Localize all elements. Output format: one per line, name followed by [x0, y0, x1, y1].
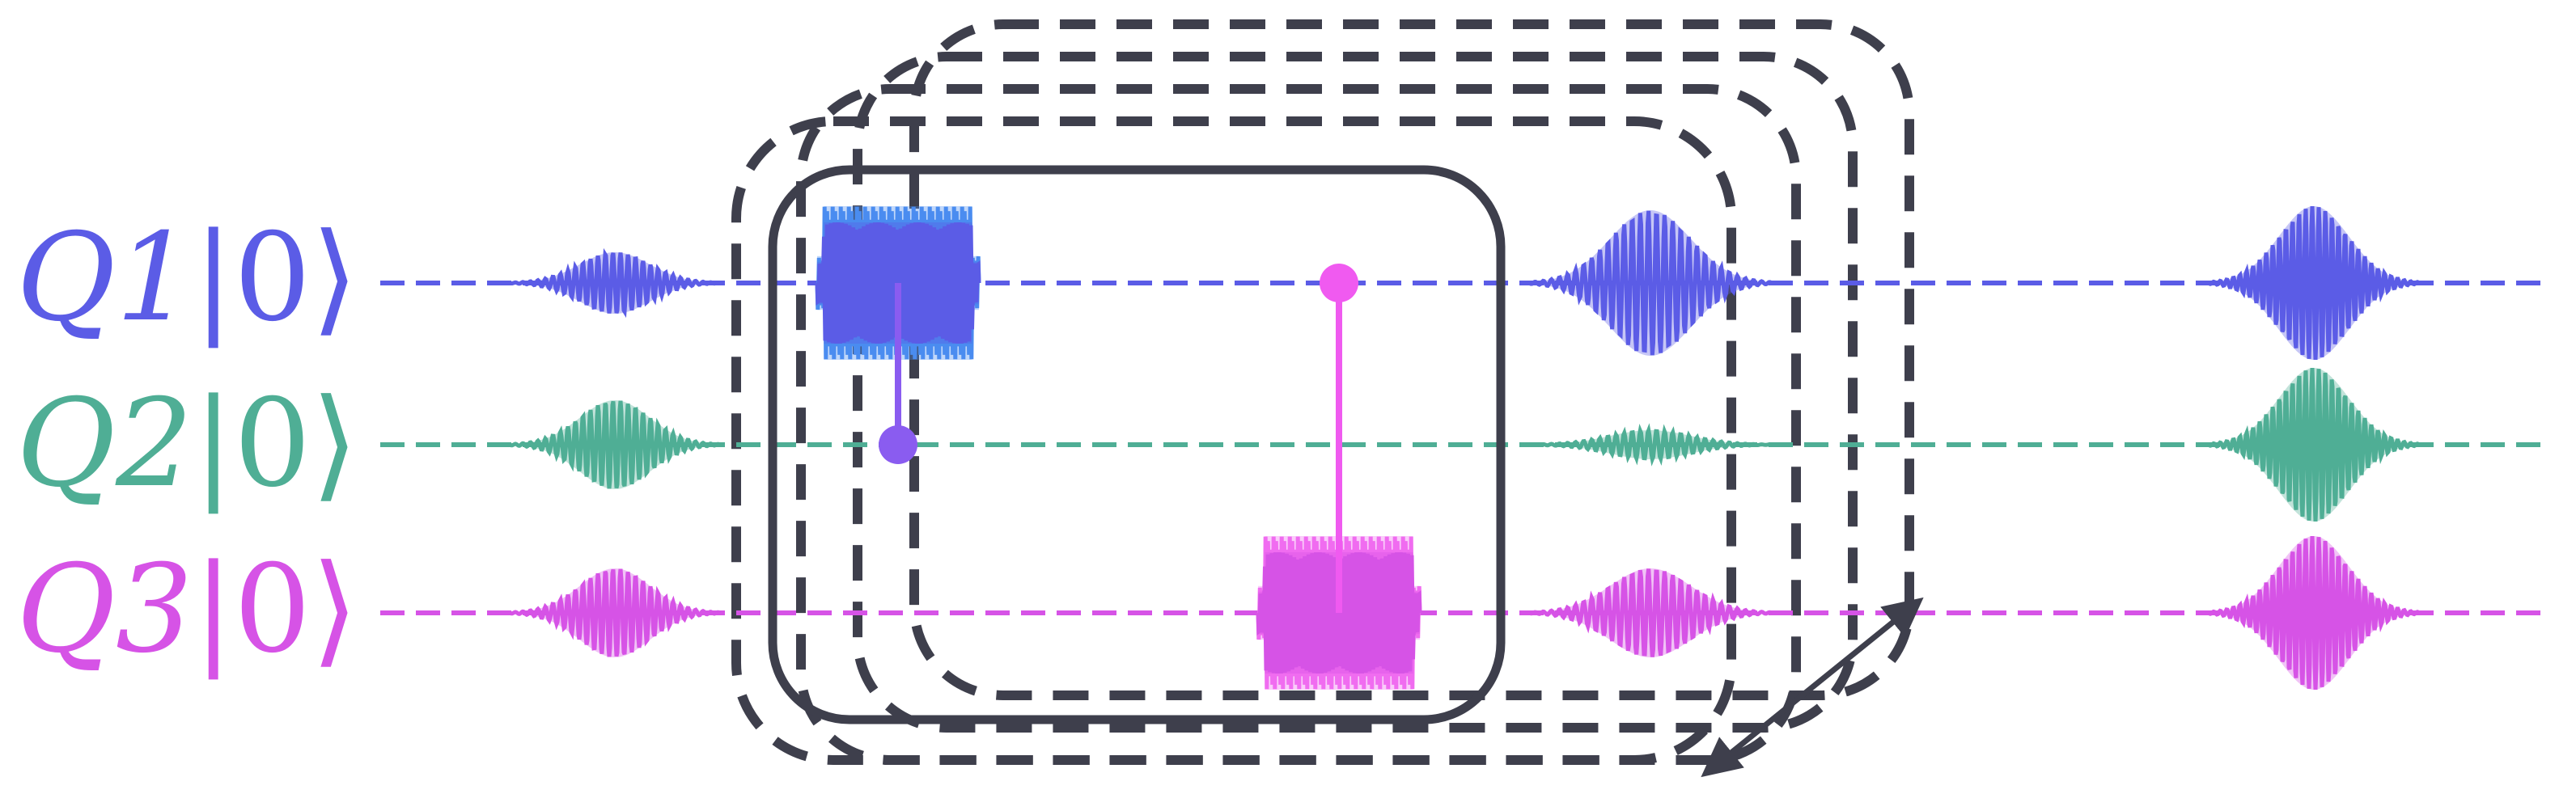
controlled-gates — [815, 206, 1422, 690]
qubit-ket: |0⟩ — [193, 539, 358, 680]
pre-layer-pulse — [509, 400, 721, 489]
qubit-labels: Q1|0⟩ Q2|0⟩ Q3|0⟩ — [16, 208, 358, 680]
final-pulse — [2207, 536, 2421, 690]
final-pulse-envelope — [2209, 536, 2419, 690]
qubit-ket: |0⟩ — [193, 208, 358, 348]
qubit-label-q2: Q2|0⟩ — [16, 374, 358, 514]
pre-layer-pulse — [509, 247, 721, 319]
post-layer-pulse — [1527, 210, 1773, 356]
qubit-wire-q3 — [380, 536, 2548, 690]
controlled-gate-1 — [815, 206, 981, 464]
post-layer-pulse-envelope — [1529, 210, 1772, 356]
qubit-name: Q2 — [16, 374, 193, 514]
repeated-layer-stack — [731, 19, 1914, 765]
final-pulse — [2207, 368, 2421, 522]
post-layer-pulse-envelope — [1529, 430, 1772, 459]
repeated-layer-frame — [853, 52, 1858, 733]
repeated-layer-frame — [731, 116, 1736, 765]
final-pulse-envelope — [2209, 368, 2419, 522]
repeated-layer-frame — [909, 19, 1914, 700]
control-dot — [1320, 264, 1358, 302]
qubit-label-q1: Q1|0⟩ — [16, 208, 358, 348]
post-layer-pulse — [1528, 423, 1773, 467]
qubit-wires — [380, 206, 2548, 690]
final-pulse — [2207, 206, 2421, 360]
qubit-ket: |0⟩ — [193, 374, 358, 514]
qubit-wire-q2 — [380, 368, 2548, 522]
post-layer-pulse-envelope — [1529, 568, 1772, 657]
current-layer-frame — [768, 165, 1506, 724]
pre-layer-pulse-envelope — [510, 252, 720, 314]
control-dot — [879, 425, 917, 464]
qubit-wire-q1 — [380, 206, 2548, 360]
final-pulse-envelope — [2209, 206, 2419, 360]
pre-layer-pulse — [509, 568, 721, 657]
pre-layer-pulse-envelope — [510, 400, 720, 489]
depth-arrow — [1701, 597, 1924, 778]
qubit-label-q3: Q3|0⟩ — [16, 539, 358, 680]
qubit-name: Q1 — [16, 208, 193, 348]
pre-layer-pulse-envelope — [510, 568, 720, 657]
qubit-name: Q3 — [16, 539, 193, 680]
controlled-gate-2 — [1256, 264, 1422, 690]
